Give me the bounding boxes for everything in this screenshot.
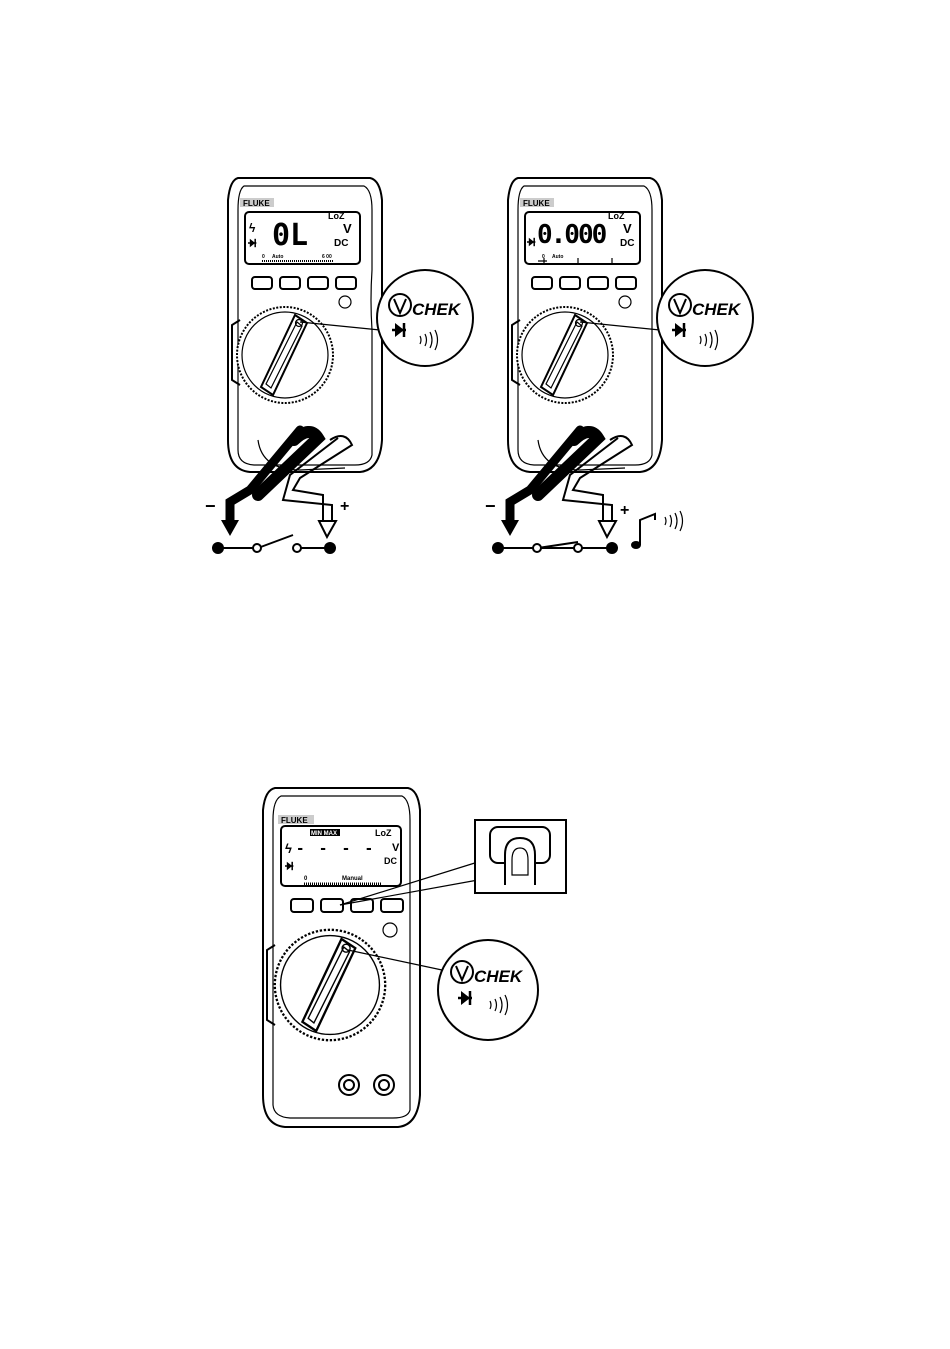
display-reading: 0.000 (537, 220, 607, 250)
function-button-1[interactable] (290, 898, 314, 913)
function-button-4[interactable] (335, 276, 357, 290)
finger-press-icon (504, 836, 536, 885)
function-buttons (251, 276, 357, 290)
function-button-2[interactable] (279, 276, 301, 290)
unit-indicator: V (392, 842, 400, 854)
display-reading: 0L (272, 218, 308, 253)
brand-logo (240, 198, 274, 207)
brand-logo (520, 198, 554, 207)
volt-jack[interactable] (373, 1074, 395, 1096)
brand-text: FLUKE (243, 199, 270, 208)
negative-sign: − (485, 496, 496, 516)
meter-open-circuit: FLUKE ϟ 0L LoZ V DC 0 Auto 6 00 CHEK (205, 177, 474, 554)
range-mode: Auto (272, 254, 283, 260)
range-mode: Manual (342, 876, 363, 882)
negative-sign: − (205, 496, 216, 516)
function-buttons (531, 276, 637, 290)
minmax-badge: MIN MAX (311, 831, 337, 837)
black-test-lead (225, 425, 305, 527)
black-test-lead (505, 425, 585, 527)
backlight-button[interactable] (382, 922, 398, 938)
vchek-label: CHEK (692, 300, 742, 319)
meter-closed-circuit: FLUKE 0.000 LoZ V DC 0 Auto CHEK − + (485, 177, 754, 554)
scale-start: 0 (262, 254, 265, 260)
input-jacks (338, 1074, 395, 1096)
button-press-callout (474, 819, 567, 894)
closed-switch-circuit (492, 541, 618, 554)
loz-indicator: LoZ (375, 828, 392, 838)
function-button-3[interactable] (587, 276, 609, 290)
backlight-button[interactable] (618, 295, 632, 309)
rotary-dial[interactable] (516, 306, 614, 404)
lcd-display (524, 211, 641, 265)
brand-text: FLUKE (523, 199, 550, 208)
function-button-4[interactable] (615, 276, 637, 290)
loz-indicator: LoZ (608, 211, 625, 221)
diode-icon (284, 861, 295, 871)
scale-start: 0 (542, 254, 545, 260)
mode-indicator: DC (334, 238, 348, 249)
display-reading: - - - - (296, 841, 376, 857)
minmax-badge-bg (310, 829, 340, 836)
rotary-dial[interactable] (273, 928, 387, 1042)
mode-indicator: DC (384, 856, 397, 866)
brand-text: FLUKE (281, 816, 308, 825)
vchek-label: CHEK (412, 300, 462, 319)
function-button-4[interactable] (380, 898, 404, 913)
function-buttons (290, 898, 404, 913)
lcd-display (280, 825, 402, 887)
scale-end: 6 00 (322, 254, 332, 260)
positive-sign: + (620, 502, 629, 519)
diode-icon (526, 237, 537, 247)
function-button-3[interactable] (307, 276, 329, 290)
meter-minmax: FLUKE MIN MAX ϟ - - - - LoZ V DC 0 Manua… (262, 787, 567, 1128)
loz-indicator: LoZ (328, 211, 345, 221)
function-button-1[interactable] (251, 276, 273, 290)
rotary-dial[interactable] (236, 306, 334, 404)
beep-sound-icon (631, 510, 684, 549)
red-test-lead (291, 435, 354, 520)
mode-indicator: DC (620, 238, 634, 249)
lcd-display (244, 211, 361, 265)
function-button-3[interactable] (350, 898, 374, 913)
dial-callout (437, 939, 539, 1041)
minmax-button[interactable] (320, 898, 344, 913)
range-mode: Auto (552, 254, 563, 260)
backlight-button[interactable] (338, 295, 352, 309)
vchek-label: CHEK (474, 967, 524, 986)
com-jack[interactable] (338, 1074, 360, 1096)
positive-sign: + (340, 498, 349, 515)
brand-logo (278, 815, 314, 824)
scale-start: 0 (304, 876, 308, 882)
red-test-lead (571, 435, 634, 520)
unit-indicator: V (623, 221, 632, 236)
diode-icon (247, 238, 258, 248)
function-button-1[interactable] (531, 276, 553, 290)
function-button-2[interactable] (559, 276, 581, 290)
lightning-icon: ϟ (285, 841, 292, 856)
lightning-icon: ϟ (249, 221, 256, 235)
unit-indicator: V (343, 221, 352, 236)
open-switch-circuit (212, 534, 336, 554)
